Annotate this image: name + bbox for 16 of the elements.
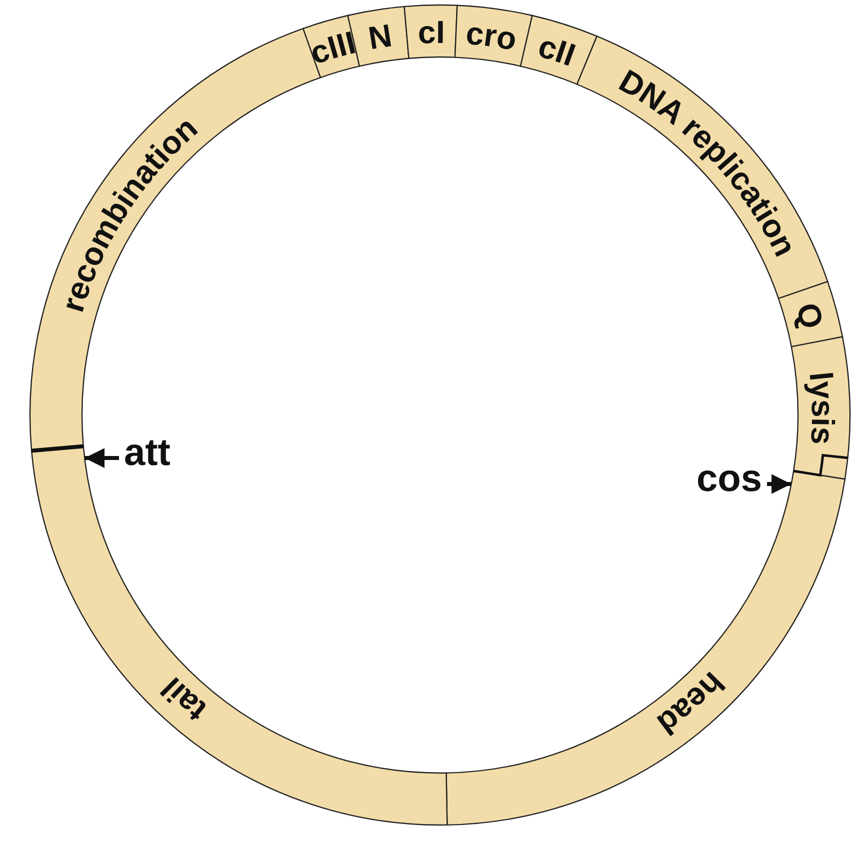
gene-label: cII [534,28,580,74]
arrow [767,474,792,494]
gene-label: Q [789,299,831,333]
gene-label: tail [154,670,214,729]
gene-label: cIII [306,24,360,72]
ring-segment [790,336,851,480]
gene-label: N [366,17,394,56]
ring-segment [446,470,846,826]
site-label: cos [696,458,762,500]
gene-label: cI [417,14,445,51]
arrow [84,448,119,468]
site-label: att [124,432,170,474]
site-mark [31,444,84,453]
gene-label: cro [464,14,520,58]
ring-segment [454,4,533,67]
ring-segment [404,4,458,59]
